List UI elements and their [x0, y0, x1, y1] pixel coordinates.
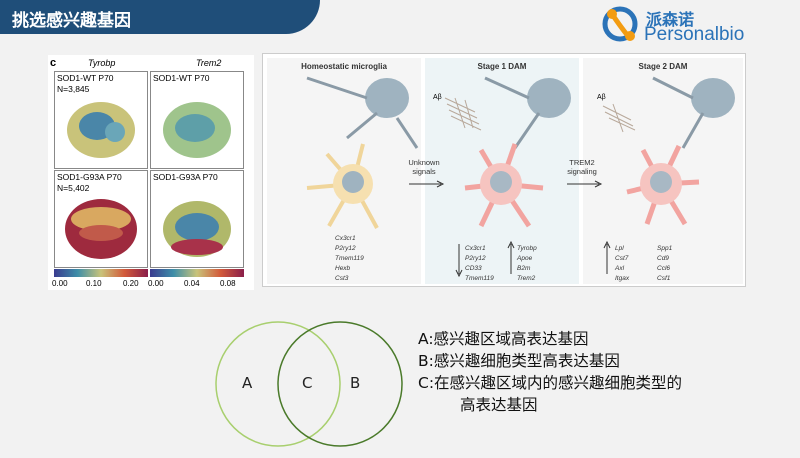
- expression-panel-g93a-trem2: SOD1-G93A P70: [150, 170, 244, 268]
- expression-panel-wt-trem2: SOD1-WT P70: [150, 71, 244, 169]
- stage-2-dam: Stage 2 DAM Aβ Lpl Cst7 Axl Itgax Spp1 C…: [583, 58, 743, 284]
- colorbar-tick: 0.10: [86, 279, 102, 288]
- legend-item-c: C:在感兴趣区域内的感兴趣细胞类型的: [418, 374, 683, 392]
- logo-text-en: Personalbio: [644, 24, 745, 45]
- transition-label-trem2: TREM2 signaling: [567, 158, 597, 176]
- stage2-gene-list-a: Lpl Cst7 Axl Itgax: [615, 245, 630, 282]
- venn-circle-a: [215, 321, 341, 447]
- stage-1-dam: Stage 1 DAM Aβ Cx3cr1 P2ry12 CD33 Tmem11…: [425, 58, 579, 284]
- colorbar-tick: 0.00: [148, 279, 164, 288]
- company-logo: 派森诺 Personalbio: [600, 4, 780, 48]
- gene-label-trem2: Trem2: [196, 58, 222, 68]
- venn-label-b: B: [350, 374, 361, 392]
- venn-circle-b: [277, 321, 403, 447]
- stage-homeostatic: Homeostatic microglia Cx3cr1 P2ry12 Tmem…: [267, 58, 421, 284]
- stage1-down-gene-list: Cx3cr1 P2ry12 CD33 Tmem119: [465, 245, 494, 282]
- venn-diagram: [215, 321, 403, 447]
- legend-item-c-cont: 高表达基因: [460, 396, 538, 414]
- microglia-stage-diagram: Homeostatic microglia Cx3cr1 P2ry12 Tmem…: [262, 53, 746, 287]
- figure-panel-label: c: [50, 57, 57, 69]
- stage-title: Stage 1 DAM: [477, 62, 527, 71]
- homeostatic-gene-list: Cx3cr1 P2ry12 Tmem119 Hexb Cst3: [335, 235, 364, 282]
- transition-arrows: [409, 180, 603, 188]
- logo-text-cn: 派森诺: [646, 10, 695, 29]
- stage-title: Stage 2 DAM: [638, 62, 688, 71]
- colorbar-tick: 0.20: [123, 279, 139, 288]
- colorbar-right: [150, 269, 244, 277]
- colorbar-tick: 0.04: [184, 279, 200, 288]
- abeta-label: Aβ: [433, 94, 442, 101]
- abeta-label: Aβ: [597, 94, 606, 101]
- stage1-up-gene-list: Tyrobp Apoe B2m Trem2: [517, 245, 537, 282]
- venn-legend: A:感兴趣区域高表达基因 B:感兴趣细胞类型高表达基因 C:在感兴趣区域内的感兴…: [418, 328, 682, 416]
- legend-item-a: A:感兴趣区域高表达基因: [418, 330, 589, 348]
- header-bar: 挑选感兴趣基因: [0, 0, 320, 34]
- page-title: 挑选感兴趣基因: [12, 11, 131, 31]
- logo-icon: [602, 6, 638, 42]
- colorbar-tick: 0.00: [52, 279, 68, 288]
- stage2-gene-list-b: Spp1 Cd9 Ccl6 Csf1: [657, 245, 673, 282]
- venn-label-a: A: [242, 374, 253, 392]
- colorbar-tick: 0.08: [220, 279, 236, 288]
- stage-title: Homeostatic microglia: [301, 62, 387, 71]
- colorbar-left: [54, 269, 148, 277]
- gene-label-tyrobp: Tyrobp: [88, 58, 116, 68]
- legend-item-b: B:感兴趣细胞类型高表达基因: [418, 352, 620, 370]
- venn-label-c: C: [302, 374, 313, 392]
- transition-label-unknown: Unknown signals: [408, 158, 440, 176]
